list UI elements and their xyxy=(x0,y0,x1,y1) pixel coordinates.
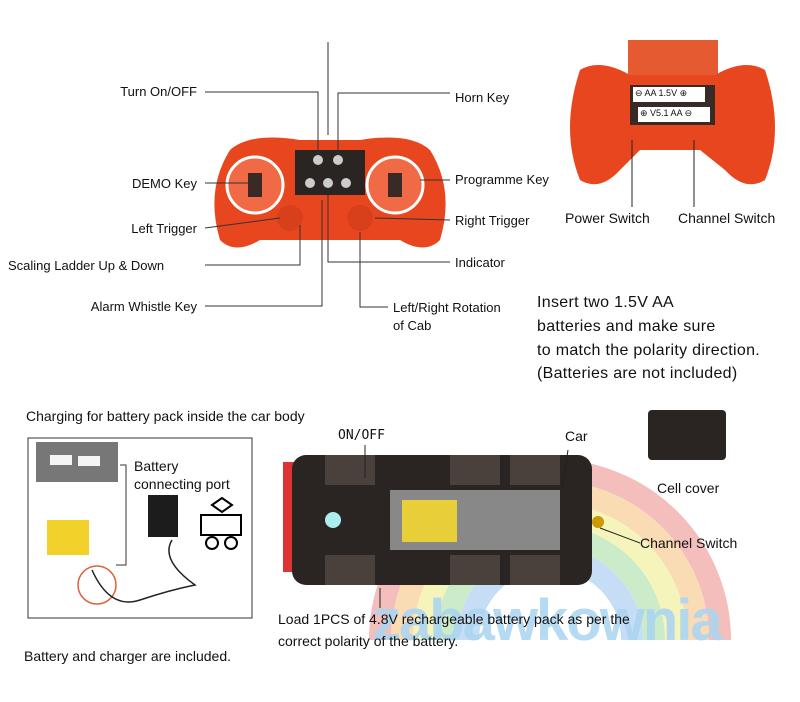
label-cell-cover: Cell cover xyxy=(657,480,720,496)
label-power-switch: Power Switch xyxy=(565,210,650,226)
label-battery-port-2: connecting port xyxy=(134,476,230,492)
label-scaling-ladder: Scaling Ladder Up & Down xyxy=(8,258,165,273)
cell-cover-image xyxy=(648,410,726,460)
label-rotation-line2: of Cab xyxy=(393,318,432,333)
label-on-off: ON/OFF xyxy=(338,428,385,443)
remote-front xyxy=(214,42,446,248)
battery-label-bottom: ⊕ V5.1 AA ⊖ xyxy=(640,108,693,118)
load-instruction-2: correct polarity of the battery. xyxy=(278,633,459,649)
battery-label-top: ⊖ AA 1.5V ⊕ xyxy=(635,88,688,98)
label-right-trigger: Right Trigger xyxy=(455,213,530,228)
instruction-line: batteries and make sure xyxy=(537,318,716,335)
label-alarm-whistle: Alarm Whistle Key xyxy=(90,299,197,314)
label-left-trigger: Left Trigger xyxy=(131,221,197,236)
remote-back xyxy=(570,40,775,207)
label-programme-key: Programme Key xyxy=(455,172,549,187)
label-rotation-line1: Left/Right Rotation xyxy=(393,300,501,315)
label-turn-on-off: Turn On/OFF xyxy=(120,84,197,99)
charging-footer: Battery and charger are included. xyxy=(24,648,232,664)
car-chassis xyxy=(283,445,641,608)
label-battery-port-1: Battery xyxy=(134,458,179,474)
label-car: Car xyxy=(565,428,588,444)
instruction-line: Insert two 1.5V AA xyxy=(537,294,675,311)
leader-lines xyxy=(204,91,451,308)
load-instruction-1: Load 1PCS of 4.8V rechargeable battery p… xyxy=(278,611,630,627)
charging-title: Charging for battery pack inside the car… xyxy=(26,408,305,424)
label-car-channel-switch: Channel Switch xyxy=(640,535,738,551)
charging-diagram xyxy=(27,437,253,619)
label-indicator: Indicator xyxy=(455,255,505,270)
label-channel-switch: Channel Switch xyxy=(678,210,776,226)
svg-text:zabawkownia: zabawkownia xyxy=(372,588,723,653)
label-horn-key: Horn Key xyxy=(455,90,510,105)
label-demo-key: DEMO Key xyxy=(131,176,197,191)
instruction-line: to match the polarity direction. xyxy=(537,342,761,359)
instruction-line: (Batteries are not included) xyxy=(537,365,738,382)
